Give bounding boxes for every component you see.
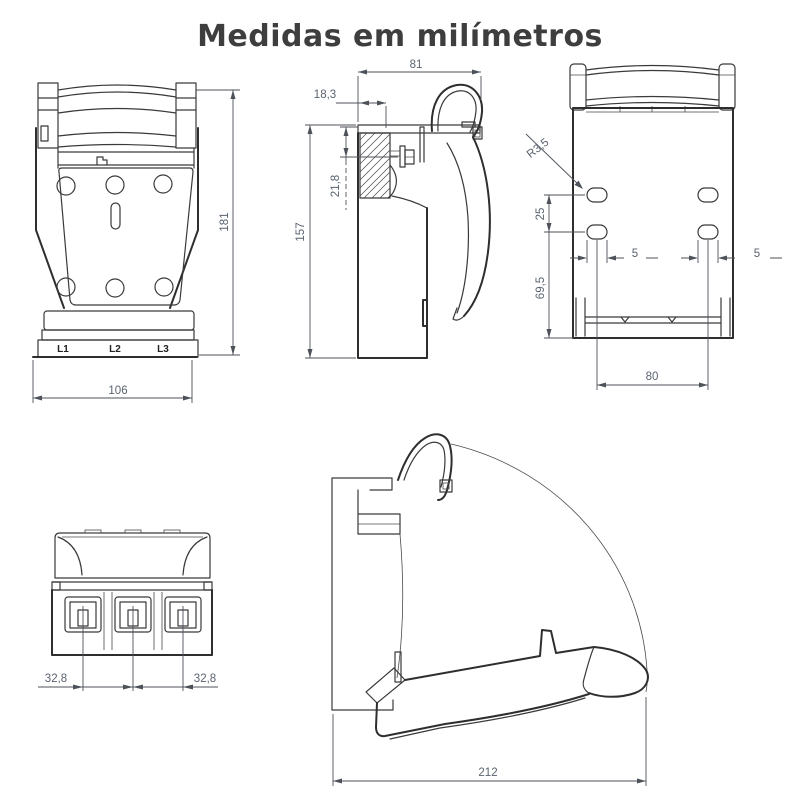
open-total-depth-label: 212 — [478, 767, 497, 779]
bottom-view: 32,8 32,8 — [38, 529, 218, 691]
bottom-view-drawing — [51, 529, 213, 656]
rear-dim-slot-right: 5 — [681, 240, 782, 263]
front-dim-width: 106 — [32, 360, 193, 403]
rear-lower-height-label: 69,5 — [535, 277, 547, 299]
rear-dim-slot-left: 5 — [570, 240, 658, 263]
page-title: Medidas em milímetros — [197, 19, 603, 54]
rear-slot-right-label: 5 — [754, 248, 760, 260]
side-dim-offset-top: 18,3 — [314, 89, 387, 128]
front-height-label: 181 — [219, 212, 231, 231]
rear-radius-label: R3,5 — [525, 136, 552, 160]
side-height-label: 157 — [295, 222, 307, 241]
phase-label-l1: L1 — [57, 344, 69, 355]
side-view-drawing — [357, 83, 491, 359]
side-dim-height: 157 — [295, 124, 356, 359]
bottom-pitch-right-label: 32,8 — [194, 673, 216, 685]
open-dim-total-depth: 212 — [332, 697, 647, 786]
rear-dim-lower-height: 69,5 — [535, 232, 573, 339]
side-offset-top-label: 18,3 — [314, 89, 336, 101]
front-view-drawing — [32, 82, 199, 358]
rear-slot-left-label: 5 — [632, 248, 638, 260]
rear-dim-radius: R3,5 — [525, 133, 583, 189]
side-dim-depth: 81 — [357, 59, 482, 122]
side-view-closed: 81 18,3 21,8 157 — [295, 59, 491, 359]
front-view: L1 L2 L3 181 106 — [32, 82, 240, 403]
front-dim-height: 181 — [196, 89, 240, 356]
bottom-pitch-left-label: 32,8 — [45, 673, 67, 685]
rear-view: R3,5 25 69,5 5 5 80 — [525, 63, 782, 390]
front-width-label: 106 — [108, 385, 127, 397]
rear-dim-row-spacing: 25 — [535, 194, 585, 233]
phase-label-l3: L3 — [157, 344, 169, 355]
rear-row-spacing-label: 25 — [535, 208, 547, 221]
side-dim-offset-inner: 21,8 — [330, 126, 398, 210]
front-phase-labels: L1 L2 L3 — [57, 344, 169, 355]
rear-hole-spacing-label: 80 — [646, 371, 659, 383]
open-view-drawing — [331, 433, 649, 740]
bottom-dim-pitch: 32,8 32,8 — [38, 606, 218, 691]
rear-view-drawing — [569, 63, 736, 339]
side-offset-inner-label: 21,8 — [330, 175, 342, 197]
side-depth-label: 81 — [410, 59, 423, 71]
side-view-open: 212 — [331, 433, 649, 786]
phase-label-l2: L2 — [109, 344, 121, 355]
rear-dim-hole-spacing: 80 — [596, 240, 709, 390]
